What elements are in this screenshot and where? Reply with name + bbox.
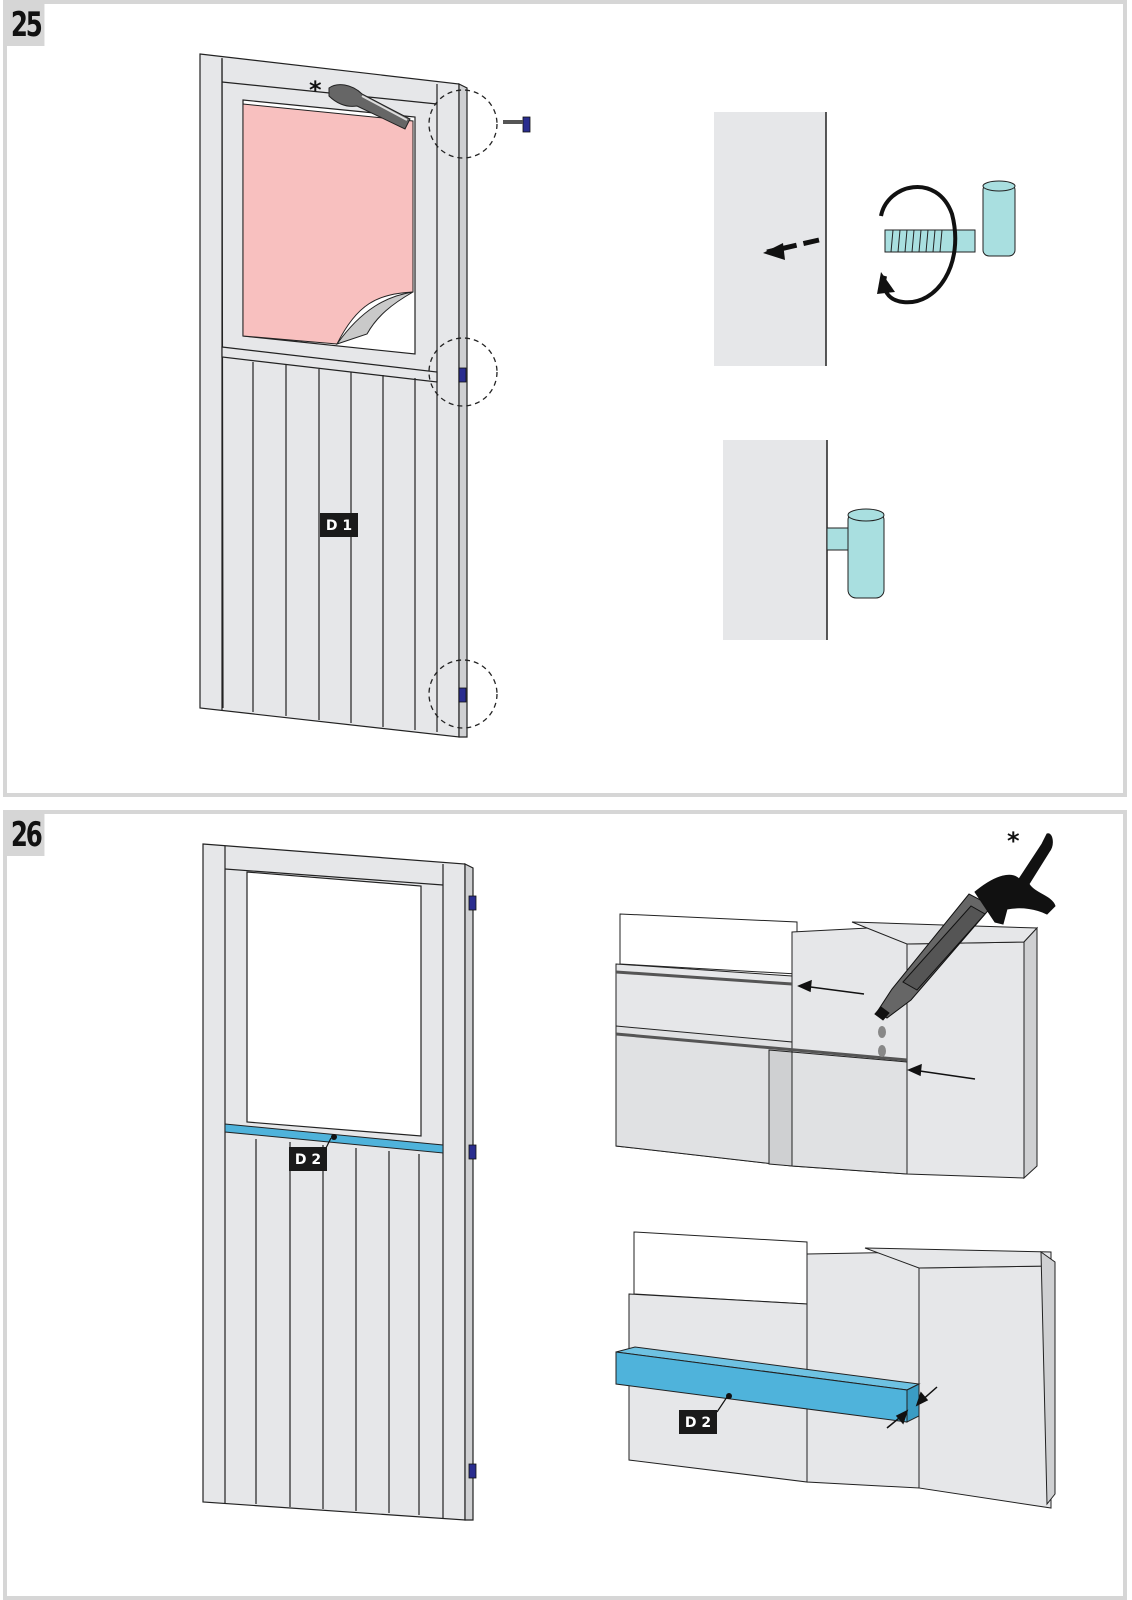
step-26-panel: 26 D 2 bbox=[3, 810, 1127, 1600]
part-label-d2: D 2 bbox=[295, 1152, 321, 1168]
part-label-d1: D 1 bbox=[326, 518, 352, 534]
note-asterisk: * bbox=[1007, 827, 1020, 855]
door-d1-assembled bbox=[203, 844, 473, 1520]
step-26-illustration: D 2 bbox=[7, 814, 1123, 1596]
detail-screw-in bbox=[714, 112, 1015, 366]
step-25-panel: 25 * bbox=[3, 0, 1127, 797]
part-label-d2-detail: D 2 bbox=[685, 1415, 711, 1431]
note-asterisk: * bbox=[309, 76, 322, 104]
detail-pin-installed bbox=[723, 440, 884, 640]
hinge-pin-icon bbox=[459, 117, 530, 702]
detail-caulking bbox=[616, 914, 1037, 1178]
step-25-illustration: * D 1 bbox=[7, 4, 1123, 793]
